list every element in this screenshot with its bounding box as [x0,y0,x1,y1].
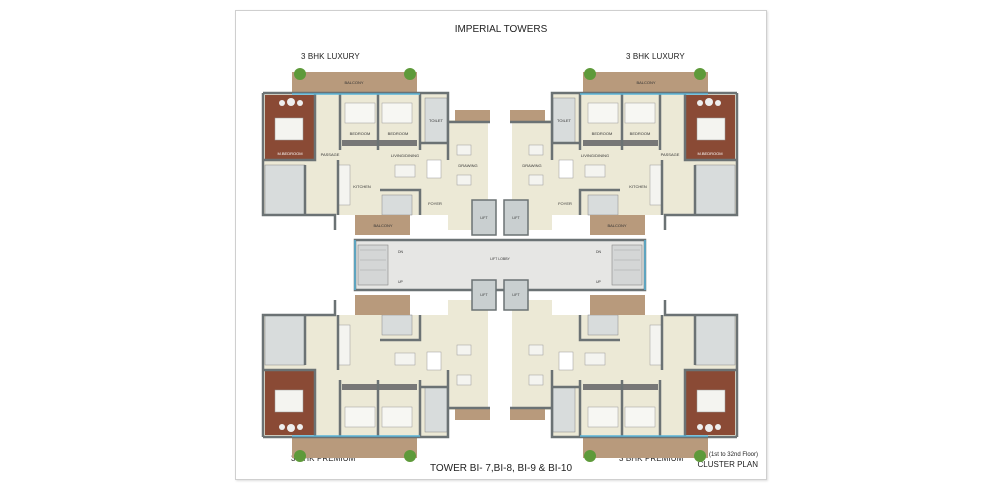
lift-label: LIFT [480,293,488,297]
lift-shaft [503,279,529,311]
lift-shaft [471,199,497,236]
staircase [611,244,643,286]
lift-label: LIFT [512,216,520,220]
room-label-toilet: TOILET [557,118,571,123]
lift-label: LIFT [480,216,488,220]
room-label-balcony: BALCONY [636,80,655,85]
room-label-bedroom: BEDROOM [630,131,651,136]
room-label-bedroom: BEDROOM [388,131,409,136]
unit-bottom-right [508,293,739,464]
central-core: DN UP DN UP LIFT LIFT LIFT LIFT LIFT LOB… [353,199,647,311]
room-label-passage: PASSAGE [661,152,680,157]
room-label-balcony: BALCONY [373,223,392,228]
room-label-toilet: TOILET [429,118,443,123]
room-label-drawing: DRAWING [458,163,477,168]
room-label-passage: PASSAGE [321,152,340,157]
room-labels-top-right: M.BEDROOM BEDROOM BEDROOM PASSAGE LIVING… [522,80,722,228]
floor-range: (1st to 32nd Floor) [708,452,758,458]
stair-up-label: UP [596,280,602,284]
room-label-living-dining: LIVING/DINING [581,153,609,158]
stair-dn-label: DN [596,250,602,254]
lift-label: LIFT [512,293,520,297]
project-title: IMPERIAL TOWERS [454,24,548,35]
lift-shaft [471,279,497,311]
stair-dn-label: DN [398,250,404,254]
stair-up-label: UP [398,280,404,284]
unit-bottom-left [261,293,492,464]
lift-lobby-label: LIFT LOBBY [490,257,510,261]
unit-label-bottom-left: 3 BHK PREMIUM [291,454,356,463]
room-label-foyer: FOYER [428,201,442,206]
room-label-drawing: DRAWING [522,163,541,168]
room-label-balcony: BALCONY [344,80,363,85]
unit-label-top-left: 3 BHK LUXURY [301,52,360,61]
room-label-foyer: FOYER [558,201,572,206]
room-label-balcony: BALCONY [607,223,626,228]
room-labels-top-left: M.BEDROOM BEDROOM BEDROOM PASSAGE LIVING… [277,80,477,228]
unit-label-top-right: 3 BHK LUXURY [626,52,685,61]
room-label-kitchen: KITCHEN [629,184,647,189]
room-label-living-dining: LIVING/DINING [391,153,419,158]
room-label-master-bedroom: M.BEDROOM [277,151,302,156]
room-label-bedroom: BEDROOM [592,131,613,136]
lift-shaft [503,199,529,236]
room-label-kitchen: KITCHEN [353,184,371,189]
room-label-master-bedroom: M.BEDROOM [697,151,722,156]
unit-label-bottom-right: 3 BHK PREMIUM [619,454,684,463]
plan-type: CLUSTER PLAN [697,460,758,469]
staircase [357,244,389,286]
plan-caption: (1st to 32nd Floor) CLUSTER PLAN [698,452,758,469]
tower-label: TOWER BI- 7,BI-8, BI-9 & BI-10 [429,463,573,474]
room-label-bedroom: BEDROOM [350,131,371,136]
